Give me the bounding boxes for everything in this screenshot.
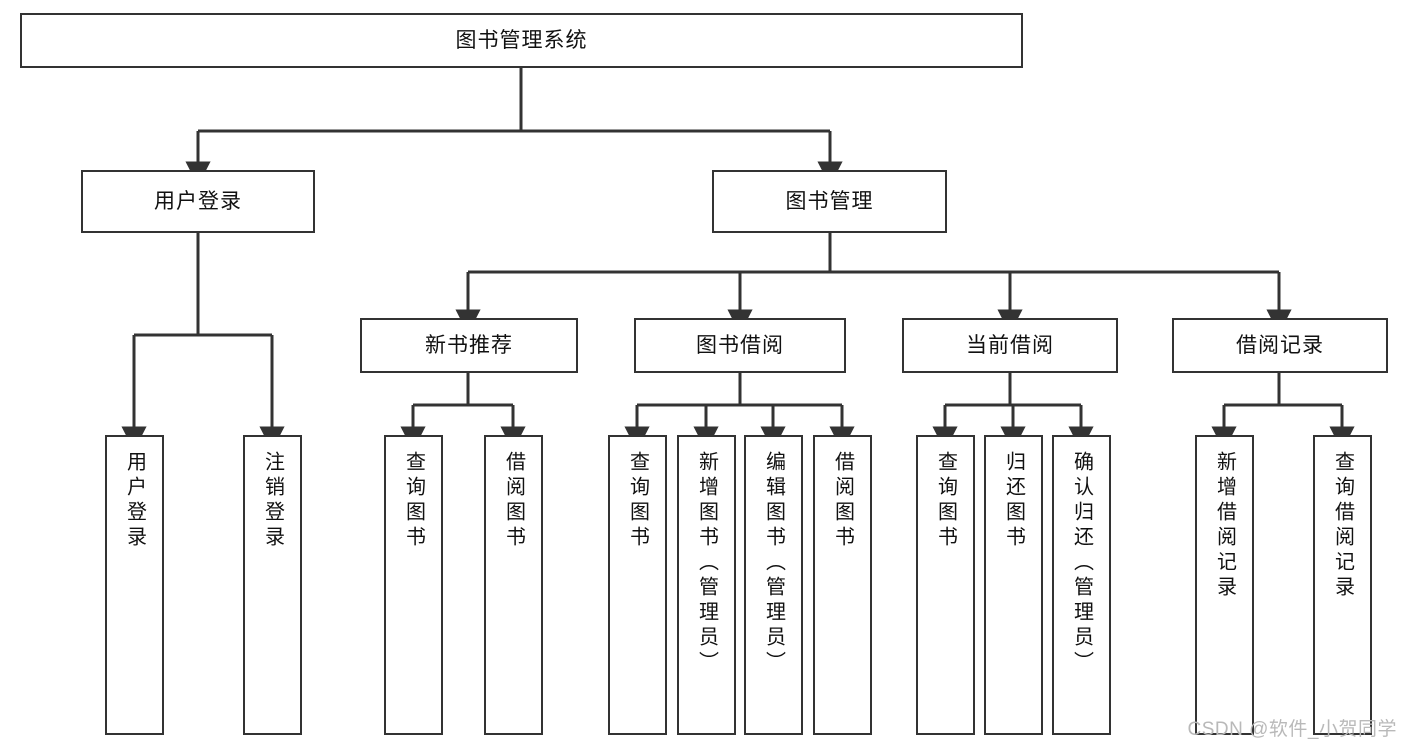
node-label: 当前借阅	[966, 333, 1054, 357]
node-book-management[interactable]: 图书管理	[712, 170, 947, 233]
node-new-book-recommend[interactable]: 新书推荐	[360, 318, 578, 373]
leaf-logout[interactable]: 注销登录	[243, 435, 302, 735]
node-label: 用户登录	[154, 189, 242, 213]
node-borrow-records[interactable]: 借阅记录	[1172, 318, 1388, 373]
node-book-borrow[interactable]: 图书借阅	[634, 318, 846, 373]
node-label: 借阅图书	[831, 451, 854, 551]
node-label: 借阅记录	[1236, 333, 1324, 357]
node-label: 查询图书	[626, 451, 649, 551]
leaf-edit-book-admin[interactable]: 编辑图书（管理员）	[744, 435, 803, 735]
node-label: 借阅图书	[502, 451, 525, 551]
node-label: 新书推荐	[425, 333, 513, 357]
node-label: 图书管理系统	[455, 28, 588, 52]
node-label: 查询借阅记录	[1331, 451, 1354, 601]
node-label: 图书管理	[785, 189, 874, 213]
leaf-query-book-borrow[interactable]: 查询图书	[608, 435, 667, 735]
node-user-login[interactable]: 用户登录	[81, 170, 315, 233]
leaf-user-login[interactable]: 用户登录	[105, 435, 164, 735]
node-label: 新增借阅记录	[1213, 451, 1236, 601]
leaf-borrow-book-recommend[interactable]: 借阅图书	[484, 435, 543, 735]
node-label: 查询图书	[934, 451, 957, 551]
leaf-return-book[interactable]: 归还图书	[984, 435, 1043, 735]
leaf-add-book-admin[interactable]: 新增图书（管理员）	[677, 435, 736, 735]
node-label: 编辑图书（管理员）	[762, 451, 785, 676]
leaf-borrow-book[interactable]: 借阅图书	[813, 435, 872, 735]
node-label: 确认归还（管理员）	[1070, 451, 1093, 676]
node-label: 归还图书	[1002, 451, 1025, 551]
leaf-query-book-recommend[interactable]: 查询图书	[384, 435, 443, 735]
node-label: 图书借阅	[696, 333, 784, 357]
node-current-borrow[interactable]: 当前借阅	[902, 318, 1118, 373]
csdn-watermark: CSDN @软件_小贺同学	[1187, 719, 1397, 740]
leaf-add-borrow-record[interactable]: 新增借阅记录	[1195, 435, 1254, 735]
node-book-management-system[interactable]: 图书管理系统	[20, 13, 1023, 68]
node-label: 新增图书（管理员）	[695, 451, 718, 676]
leaf-query-book-current[interactable]: 查询图书	[916, 435, 975, 735]
node-label: 查询图书	[402, 451, 425, 551]
node-label: 用户登录	[123, 451, 146, 551]
node-label: 注销登录	[261, 451, 284, 551]
leaf-query-borrow-record[interactable]: 查询借阅记录	[1313, 435, 1372, 735]
leaf-confirm-return-admin[interactable]: 确认归还（管理员）	[1052, 435, 1111, 735]
